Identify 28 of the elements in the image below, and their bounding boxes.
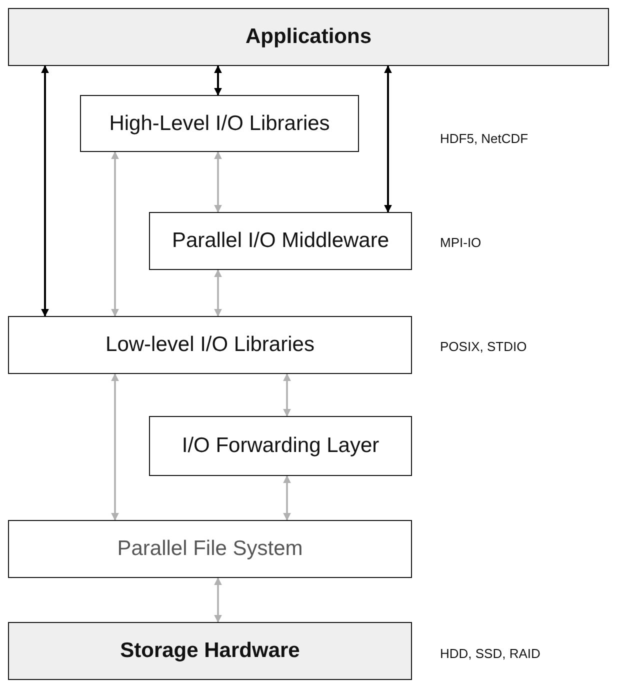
double-arrow (111, 151, 119, 317)
layer-box (149, 416, 412, 476)
layer-box (8, 316, 412, 374)
double-arrow (41, 65, 49, 317)
layer-label: Parallel File System (117, 537, 303, 561)
double-arrow (214, 269, 222, 317)
layer-label: Applications (245, 25, 372, 49)
double-arrow (283, 475, 291, 521)
layer-label: Low-level I/O Libraries (106, 333, 314, 357)
double-arrow (214, 65, 222, 96)
layer-box (8, 8, 609, 66)
layer-label: High-Level I/O Libraries (109, 112, 330, 136)
layer-box (8, 520, 412, 578)
example-note: HDF5, NetCDF (440, 131, 528, 146)
layer-box (8, 622, 412, 680)
double-arrow (283, 373, 291, 417)
double-arrow (214, 151, 222, 213)
example-note: POSIX, STDIO (440, 339, 527, 354)
layer-label: I/O Forwarding Layer (182, 434, 380, 458)
double-arrow (214, 577, 222, 623)
double-arrow (111, 373, 119, 521)
example-note: HDD, SSD, RAID (440, 646, 540, 661)
example-note: MPI-IO (440, 235, 482, 250)
layer-box (80, 95, 359, 152)
double-arrow (384, 65, 392, 213)
layer-box (149, 212, 412, 270)
layer-label: Storage Hardware (120, 639, 300, 663)
layer-label: Parallel I/O Middleware (172, 229, 390, 253)
